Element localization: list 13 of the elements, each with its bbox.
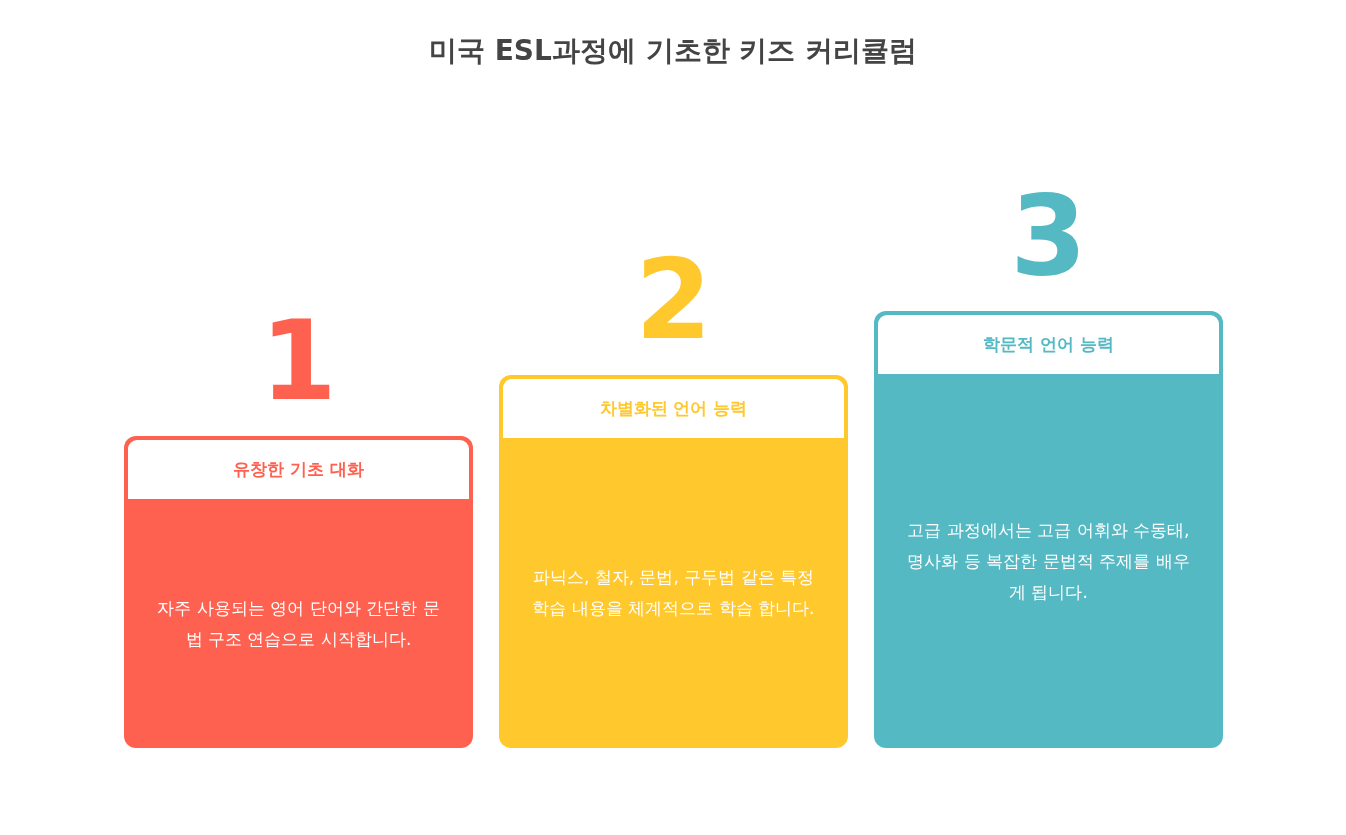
step-number: 2 (635, 250, 712, 350)
step-card (874, 311, 1223, 748)
card-text: 고급 과정에서는 고급 어휘와 수동태, 명사화 등 복잡한 문법적 주제를 배우게 됩니다. (906, 518, 1191, 604)
card-text: 자주 사용되는 영어 단어와 간단한 문법 구조 연습으로 시작합니다. (156, 596, 441, 651)
step-number: 1 (260, 311, 337, 411)
diagram-title: 미국 ESL과정에 기초한 키즈 커리큘럼 (428, 33, 918, 69)
step-number: 3 (1010, 186, 1087, 286)
step-card (124, 436, 473, 748)
card-header: 유창한 기초 대화 (128, 440, 469, 499)
step-card (499, 375, 848, 748)
card-header: 차별화된 언어 능력 (503, 379, 844, 438)
card-header: 학문적 언어 능력 (878, 315, 1219, 374)
card-text: 파닉스, 철자, 문법, 구두법 같은 특정 학습 내용을 체계적으로 학습 합니다. (531, 566, 816, 620)
